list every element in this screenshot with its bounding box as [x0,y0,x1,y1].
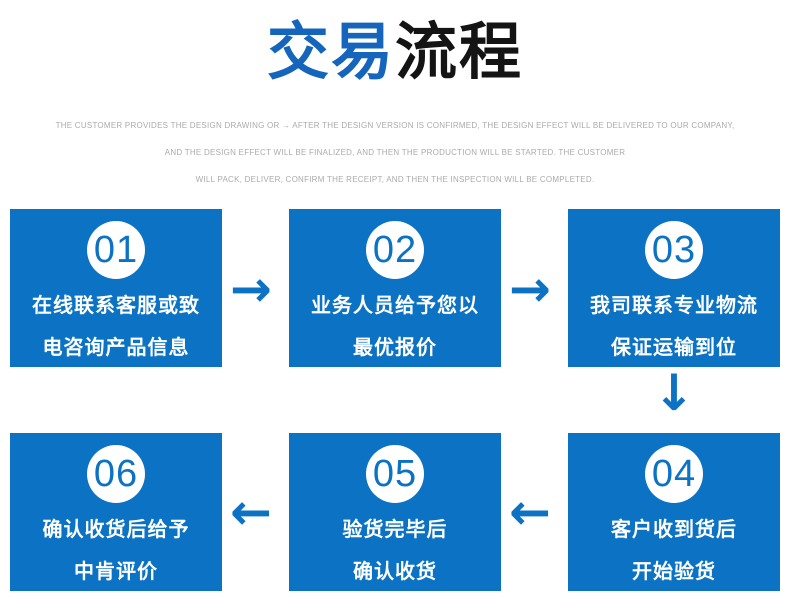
step-description: 我司联系专业物流 保证运输到位 [568,285,780,369]
arrow-right-icon: → [230,260,272,318]
step-number-badge: 06 [87,445,145,503]
step-box-06: 06 确认收货后给予 中肯评价 [10,433,222,591]
step-description-line-1: 验货完毕后 [342,519,448,541]
step-description-line-2: 保证运输到位 [611,337,737,359]
arrow-left-icon: ← [509,483,551,541]
arrow-left-icon: ← [230,483,272,541]
step-description-line-2: 最优报价 [353,337,437,359]
step-number-badge: 04 [645,445,703,503]
page-title: 交易流程 [0,16,790,90]
step-description: 确认收货后给予 中肯评价 [10,509,222,593]
step-description-line-1: 业务人员给予您以 [311,295,479,317]
step-description: 验货完毕后 确认收货 [289,509,501,593]
subtitle-line-3: WILL PACK, DELIVER, CONFIRM THE RECEIPT,… [195,175,595,184]
step-description: 客户收到货后 开始验货 [568,509,780,593]
step-box-04: 04 客户收到货后 开始验货 [568,433,780,591]
step-description-line-2: 电咨询产品信息 [42,337,190,359]
step-box-01: 01 在线联系客服或致 电咨询产品信息 [10,209,222,367]
subtitle-block: THE CUSTOMER PROVIDES THE DESIGN DRAWING… [0,112,790,193]
arrow-right-icon: → [509,260,551,318]
step-number-badge: 05 [366,445,424,503]
step-number-badge: 02 [366,221,424,279]
subtitle-line-1: THE CUSTOMER PROVIDES THE DESIGN DRAWING… [55,121,735,130]
page-title-black-part: 流程 [395,18,524,87]
step-description-line-1: 在线联系客服或致 [32,295,200,317]
step-box-05: 05 验货完毕后 确认收货 [289,433,501,591]
step-description: 在线联系客服或致 电咨询产品信息 [10,285,222,369]
page-title-blue-part: 交易 [266,18,395,87]
step-number-badge: 01 [87,221,145,279]
step-description-line-1: 客户收到货后 [611,519,737,541]
step-description-line-2: 确认收货 [353,561,437,583]
step-box-03: 03 我司联系专业物流 保证运输到位 [568,209,780,367]
step-description-line-1: 我司联系专业物流 [590,295,758,317]
step-description: 业务人员给予您以 最优报价 [289,285,501,369]
step-description-line-1: 确认收货后给予 [42,519,190,541]
step-number-badge: 03 [645,221,703,279]
arrow-down-icon: ↓ [653,364,695,422]
step-description-line-2: 中肯评价 [74,561,158,583]
subtitle-line-2: AND THE DESIGN EFFECT WILL BE FINALIZED,… [164,148,626,157]
step-description-line-2: 开始验货 [632,561,716,583]
step-box-02: 02 业务人员给予您以 最优报价 [289,209,501,367]
